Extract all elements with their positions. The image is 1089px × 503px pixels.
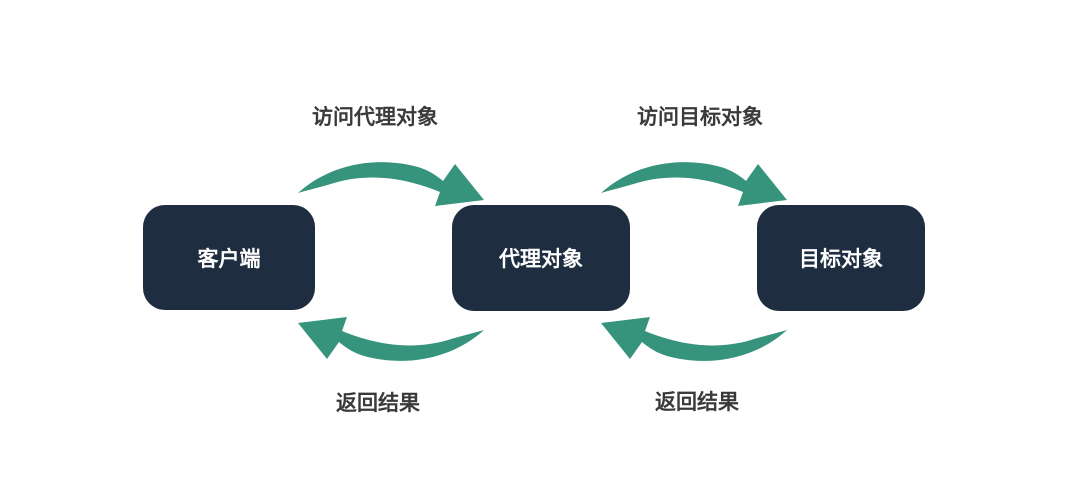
curved-arrow-target-to-proxy bbox=[601, 317, 787, 361]
edge-label-access-target: 访问目标对象 bbox=[637, 106, 763, 129]
node-client: 客户端 bbox=[143, 205, 315, 310]
node-proxy: 代理对象 bbox=[452, 205, 630, 311]
edge-label-return-result-left: 返回结果 bbox=[336, 392, 420, 415]
curved-arrow-proxy-to-client bbox=[298, 317, 484, 361]
arrow-swoosh-icon bbox=[298, 162, 484, 206]
edge-label-return-result-right: 返回结果 bbox=[655, 391, 739, 414]
edge-label-access-proxy: 访问代理对象 bbox=[312, 106, 438, 129]
node-target: 目标对象 bbox=[757, 205, 925, 311]
arrow-swoosh-icon bbox=[298, 317, 484, 361]
arrow-swoosh-icon bbox=[601, 317, 787, 361]
node-proxy-label: 代理对象 bbox=[499, 248, 583, 271]
node-target-label: 目标对象 bbox=[799, 248, 883, 271]
node-client-label: 客户端 bbox=[197, 247, 261, 271]
arrow-swoosh-icon bbox=[601, 162, 787, 206]
curved-arrow-client-to-proxy bbox=[298, 162, 484, 206]
curved-arrow-proxy-to-target bbox=[601, 162, 787, 206]
